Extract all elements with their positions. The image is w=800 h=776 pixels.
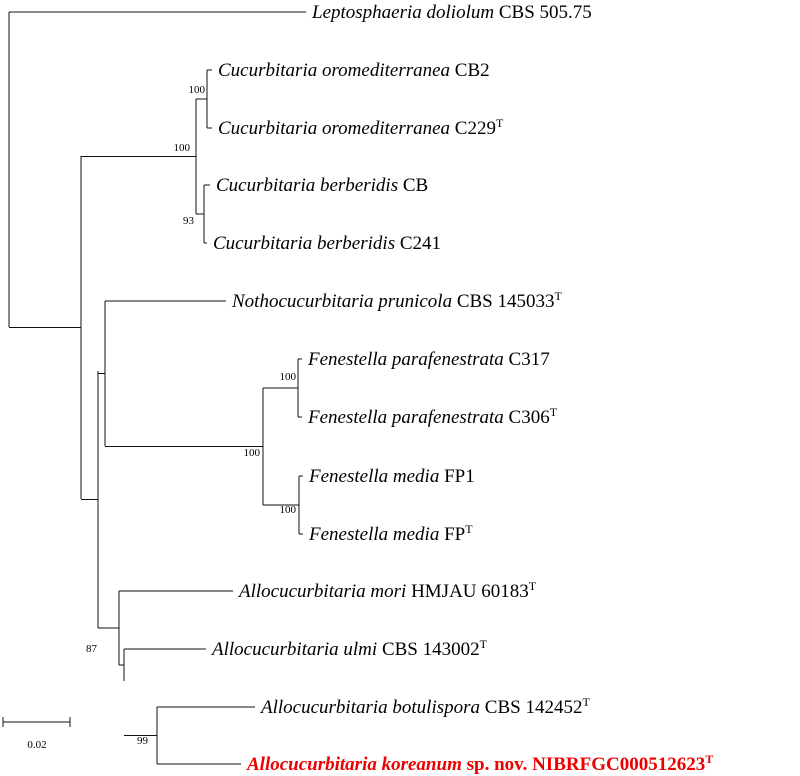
- taxon-label: Fenestella parafenestrata C317: [307, 349, 550, 370]
- strain-id: C317: [504, 349, 550, 370]
- taxon-label: Fenestella parafenestrata C306T: [307, 405, 558, 428]
- taxon-name: Fenestella parafenestrata: [307, 407, 504, 428]
- taxon-name: Cucurbitaria berberidis: [213, 233, 395, 254]
- strain-id: sp. nov. NIBRFGC000512623: [462, 754, 705, 775]
- strain-id: C241: [395, 233, 441, 254]
- taxon-name: Allocucurbitaria botulispora: [259, 697, 480, 718]
- type-strain-marker: T: [465, 522, 473, 536]
- support-value: 93: [183, 215, 195, 227]
- taxon-label: Allocucurbitaria ulmi CBS 143002T: [210, 637, 488, 660]
- strain-id: CBS 143002: [377, 639, 479, 660]
- support-value: 100: [174, 142, 191, 154]
- taxon-name: Nothocucurbitaria prunicola: [231, 291, 452, 312]
- strain-id: C306: [504, 407, 550, 428]
- taxon-name: Cucurbitaria berberidis: [216, 175, 398, 196]
- support-values: 100 100 93 100 100 100 87 99: [86, 84, 297, 747]
- strain-id: CB: [398, 175, 428, 196]
- taxon-name: Allocucurbitaria ulmi: [210, 639, 377, 660]
- strain-id: CB2: [450, 60, 490, 81]
- taxon-label: Cucurbitaria oromediterranea C229T: [218, 116, 504, 139]
- taxon-label: Fenestella media FPT: [308, 522, 473, 545]
- type-strain-marker: T: [705, 752, 713, 766]
- strain-id: CBS 142452: [480, 697, 582, 718]
- taxon-label-highlighted: Allocucurbitaria koreanum sp. nov. NIBRF…: [246, 752, 713, 775]
- taxon-label: Allocucurbitaria mori HMJAU 60183T: [237, 579, 537, 602]
- taxon-name: Fenestella parafenestrata: [307, 349, 504, 370]
- taxon-label: Cucurbitaria oromediterranea CB2: [218, 60, 490, 81]
- taxon-label: Fenestella media FP1: [308, 466, 475, 487]
- taxon-name: Cucurbitaria oromediterranea: [218, 118, 450, 139]
- strain-id: FP1: [439, 466, 474, 487]
- support-value: 100: [189, 84, 206, 96]
- taxon-name: Leptosphaeria doliolum: [311, 2, 494, 23]
- support-value: 100: [244, 447, 261, 459]
- scale-bar: 0.02: [2, 717, 71, 751]
- type-strain-marker: T: [582, 695, 590, 709]
- strain-id: C229: [450, 118, 496, 139]
- support-value: 87: [86, 643, 98, 655]
- type-strain-marker: T: [555, 289, 563, 303]
- taxon-name: Fenestella media: [308, 524, 439, 545]
- type-strain-marker: T: [550, 405, 558, 419]
- strain-id: CBS 505.75: [494, 2, 592, 23]
- taxon-label: Cucurbitaria berberidis C241: [213, 233, 441, 254]
- type-strain-marker: T: [480, 637, 488, 651]
- taxon-name: Fenestella media: [308, 466, 439, 487]
- taxon-name: Allocucurbitaria mori: [237, 581, 406, 602]
- strain-id: FP: [439, 524, 465, 545]
- taxon-name: Allocucurbitaria koreanum: [246, 754, 462, 775]
- strain-id: CBS 145033: [452, 291, 554, 312]
- taxon-name: Cucurbitaria oromediterranea: [218, 60, 450, 81]
- taxon-label: Leptosphaeria doliolum CBS 505.75: [311, 2, 592, 23]
- type-strain-marker: T: [529, 579, 537, 593]
- strain-id: HMJAU 60183: [406, 581, 528, 602]
- support-value: 100: [280, 371, 297, 383]
- support-value: 99: [137, 735, 149, 747]
- support-value: 100: [280, 504, 297, 516]
- type-strain-marker: T: [496, 116, 504, 130]
- taxon-label: Nothocucurbitaria prunicola CBS 145033T: [231, 289, 563, 312]
- taxon-labels: Leptosphaeria doliolum CBS 505.75Cucurbi…: [210, 2, 713, 775]
- tree-branches: [8, 11, 306, 765]
- taxon-label: Allocucurbitaria botulispora CBS 142452T: [259, 695, 590, 718]
- taxon-label: Cucurbitaria berberidis CB: [216, 175, 428, 196]
- scale-bar-label: 0.02: [27, 739, 46, 751]
